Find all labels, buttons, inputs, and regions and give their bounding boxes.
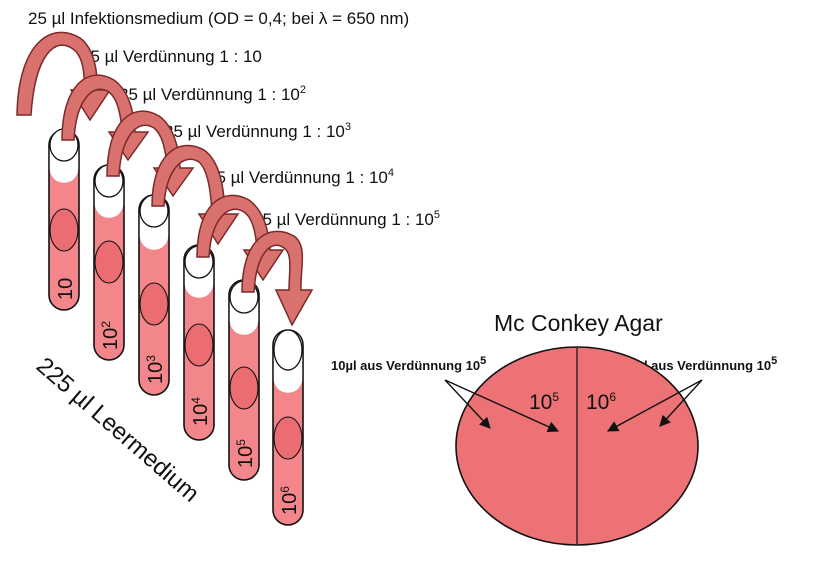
liquid-blob (185, 324, 213, 366)
leermedium-label: 225 µl Leermedium (31, 352, 204, 507)
liquid-blob (274, 417, 302, 459)
tube-label-1: 10 (55, 278, 77, 300)
agar-title: Mc Conkey Agar (494, 310, 663, 336)
liquid-blob (50, 209, 78, 251)
left-plating-note: 10µl aus Verdünnung 105 (331, 355, 486, 373)
step-label-2: 25 µl Verdünnung 1 : 102 (119, 84, 306, 104)
step-label-5: 25 µl Verdünnung 1 : 105 (253, 209, 440, 229)
step-label-1: 25 µl Verdünnung 1 : 10 (81, 47, 262, 66)
tube-6: 106 (273, 330, 303, 525)
step-label-0: 25 µl Infektionsmedium (OD = 0,4; bei λ … (28, 9, 409, 28)
liquid-blob (95, 241, 123, 283)
tube-1: 10 (49, 129, 79, 310)
step-label-4: 25 µl Verdünnung 1 : 104 (207, 167, 394, 187)
liquid-blob (140, 283, 168, 325)
tube-5: 105 (229, 280, 259, 480)
tube-4: 104 (184, 245, 214, 440)
liquid-blob (230, 367, 258, 409)
tube-3: 103 (139, 195, 169, 395)
tube-mouth (274, 330, 302, 370)
tube-2: 102 (94, 165, 124, 360)
step-label-3: 25 µl Verdünnung 1 : 103 (164, 121, 351, 141)
